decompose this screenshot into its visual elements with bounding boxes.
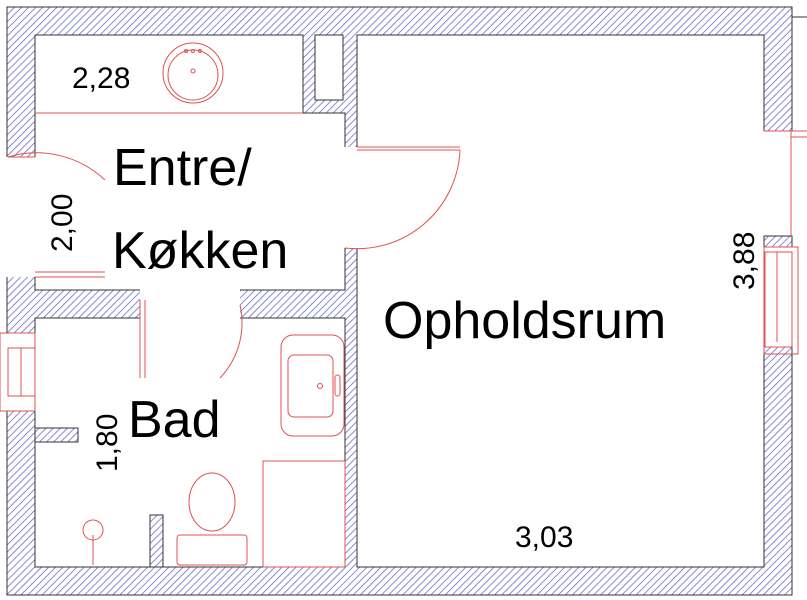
dimension-entre: 2,00 bbox=[46, 194, 79, 252]
dimension-opholdsrum-width: 3,03 bbox=[515, 521, 573, 554]
room-label-bad: Bad bbox=[128, 391, 221, 449]
dimension-counter: 2,28 bbox=[72, 62, 130, 95]
living-room-window bbox=[763, 130, 807, 355]
dimension-bad: 1,80 bbox=[91, 414, 124, 472]
bad-door-opening bbox=[140, 289, 240, 319]
cabinet bbox=[262, 460, 346, 568]
room-label-entre: Entre/ bbox=[113, 139, 252, 197]
living-door-opening bbox=[344, 147, 358, 248]
closet bbox=[314, 34, 344, 101]
room-bad bbox=[34, 317, 346, 568]
entry-door[interactable] bbox=[7, 152, 106, 278]
shower-stub-wall bbox=[149, 514, 164, 568]
room-label-kokken: Køkken bbox=[112, 222, 288, 280]
room-entre-kokken bbox=[34, 34, 346, 291]
shower bbox=[82, 519, 104, 565]
bathroom-sink bbox=[280, 334, 345, 437]
bathroom-door[interactable] bbox=[139, 300, 243, 379]
living-window-opening-1 bbox=[763, 131, 793, 236]
living-room-door[interactable] bbox=[344, 146, 461, 250]
room-label-opholdsrum: Opholdsrum bbox=[383, 292, 666, 350]
entry-door-opening bbox=[6, 157, 36, 277]
window-mullion bbox=[763, 235, 793, 248]
living-window-opening-2 bbox=[763, 247, 793, 347]
toilet bbox=[176, 472, 248, 566]
bad-stub-wall bbox=[34, 427, 79, 443]
bathroom-window bbox=[0, 332, 36, 412]
room-opholdsrum bbox=[356, 34, 765, 568]
dimension-opholdsrum-height: 3,88 bbox=[728, 232, 761, 290]
sink bbox=[162, 42, 224, 104]
